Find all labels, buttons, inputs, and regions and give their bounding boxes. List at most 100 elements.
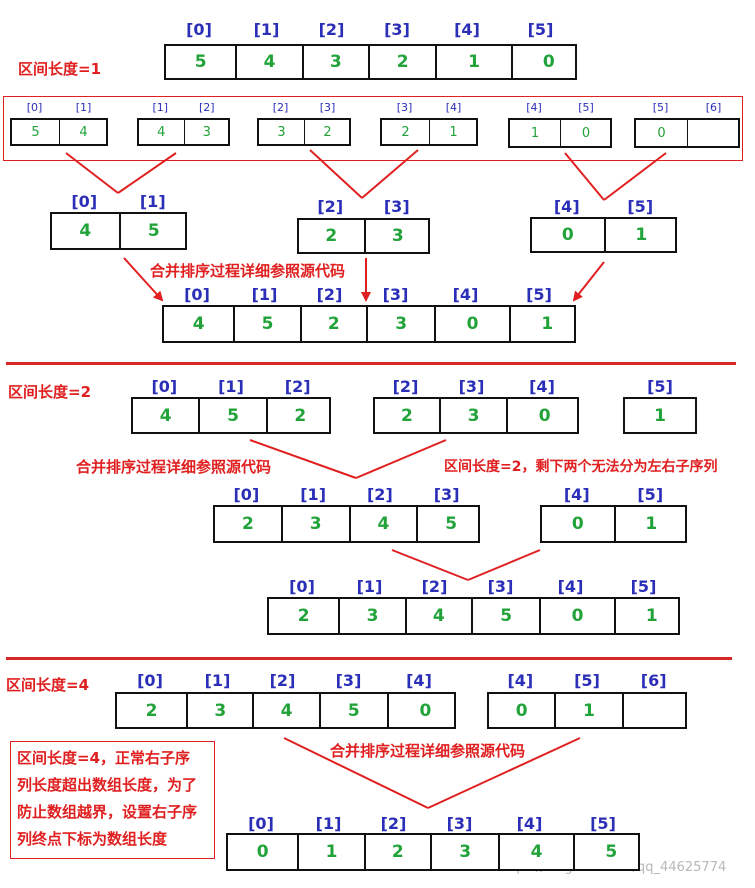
array-cell: 0: [489, 694, 557, 727]
array-cell: 1: [635, 225, 648, 245]
connector-line: [603, 152, 667, 201]
array-cell: 0: [538, 405, 551, 426]
connector-line: [467, 549, 541, 581]
array-index-label: [1]: [253, 20, 280, 39]
array-index-label: [0]: [137, 671, 163, 690]
array-index-label: [4]: [516, 814, 543, 833]
array-cell: 0: [436, 307, 511, 341]
array-cell: 2: [299, 220, 366, 252]
connector-line: [283, 737, 429, 809]
connector-line: [391, 549, 469, 581]
array-index-label: [2]: [284, 377, 311, 396]
array-cell: 5: [166, 46, 238, 78]
array-cell: 3: [304, 46, 371, 78]
array-s2c: 1: [623, 397, 697, 434]
array-index-label: [4]: [507, 671, 534, 690]
array-cell: 1: [654, 405, 666, 426]
array-cell: 5: [12, 120, 60, 144]
array-cell: 0: [581, 125, 591, 141]
array-index-label: [0]: [233, 485, 260, 504]
array-index-label: [0]: [26, 101, 43, 114]
array-cell: 0: [542, 507, 616, 541]
array-cell: 2: [117, 694, 189, 727]
array-index-label: [1]: [315, 814, 342, 833]
array-cell: 4: [237, 46, 304, 78]
array-index-label: [3]: [319, 101, 336, 114]
connector-line: [309, 149, 363, 199]
array-index-label: [3]: [487, 577, 514, 596]
array-index-label: [2]: [392, 377, 419, 396]
array-cell: 3: [391, 226, 404, 246]
array-cell: 4: [254, 694, 321, 727]
array-cell: 5: [473, 599, 542, 633]
array-index-label: [4]: [563, 485, 590, 504]
array-cell: 5: [605, 842, 618, 862]
array-index-label: [5]: [526, 285, 552, 304]
array-cell: 1: [510, 120, 561, 146]
array-cell: 1: [556, 694, 624, 727]
interval-2-note: 区间长度=2，剩下两个无法分为左右子序列: [444, 459, 718, 475]
array-cell: 2: [366, 835, 433, 869]
arrow: [123, 257, 164, 302]
array-cell: 0: [542, 52, 555, 72]
array-index-label: [3]: [458, 377, 485, 396]
array-index-label: [2]: [421, 577, 448, 596]
array-index-label: [5]: [574, 671, 600, 690]
array-cell: 2: [323, 124, 332, 140]
array-index-label: [1]: [75, 101, 92, 114]
connector-line: [117, 152, 177, 194]
array-cell: 4: [52, 214, 121, 248]
pairs-group-box: [3, 96, 743, 161]
array-cell: 3: [202, 124, 211, 140]
array-cell: 1: [449, 124, 458, 140]
connector-line: [65, 152, 119, 194]
array-index-label: [5]: [590, 814, 616, 833]
array-cell: 2: [370, 46, 438, 78]
merge-reference-label-1: 合并排序过程详细参照源代码: [150, 262, 346, 280]
array-cell: 5: [321, 694, 389, 727]
array-index-label: [4]: [445, 101, 462, 114]
array-index-label: [0]: [151, 377, 178, 396]
array-cell: 1: [437, 46, 513, 78]
array-cell: 4: [79, 124, 88, 140]
label-interval-2: 区间长度=2: [8, 383, 92, 401]
array-cell: 4: [133, 399, 201, 432]
merge-reference-label-3: 合并排序过程详细参照源代码: [330, 742, 526, 760]
array-index-label: [3]: [433, 485, 460, 504]
array-index-label: [5]: [647, 377, 673, 396]
arrow: [572, 261, 605, 302]
array-cell: 0: [636, 120, 688, 146]
section-divider: [6, 657, 732, 660]
array-index-label: [0]: [186, 20, 212, 39]
array-cell: 0: [532, 219, 606, 251]
array-index-label: [2]: [316, 285, 343, 304]
array-index-label: [5]: [652, 101, 669, 114]
array-index-label: [3]: [382, 285, 409, 304]
array-index-label: [5]: [527, 20, 554, 39]
array-index-label: [2]: [366, 485, 393, 504]
array-cell: 4: [407, 599, 474, 633]
array-index-label: [1]: [204, 671, 231, 690]
connector-line: [361, 149, 419, 199]
label-interval-4: 区间长度=4: [6, 676, 90, 694]
array-index-label: [3]: [396, 101, 413, 114]
array-cell: 3: [188, 694, 255, 727]
array-cell: 5: [147, 221, 160, 241]
array-cell: 2: [294, 405, 307, 426]
array-cell: 2: [382, 120, 430, 144]
array-cell: 1: [645, 606, 658, 626]
array-cell: 3: [368, 307, 437, 341]
